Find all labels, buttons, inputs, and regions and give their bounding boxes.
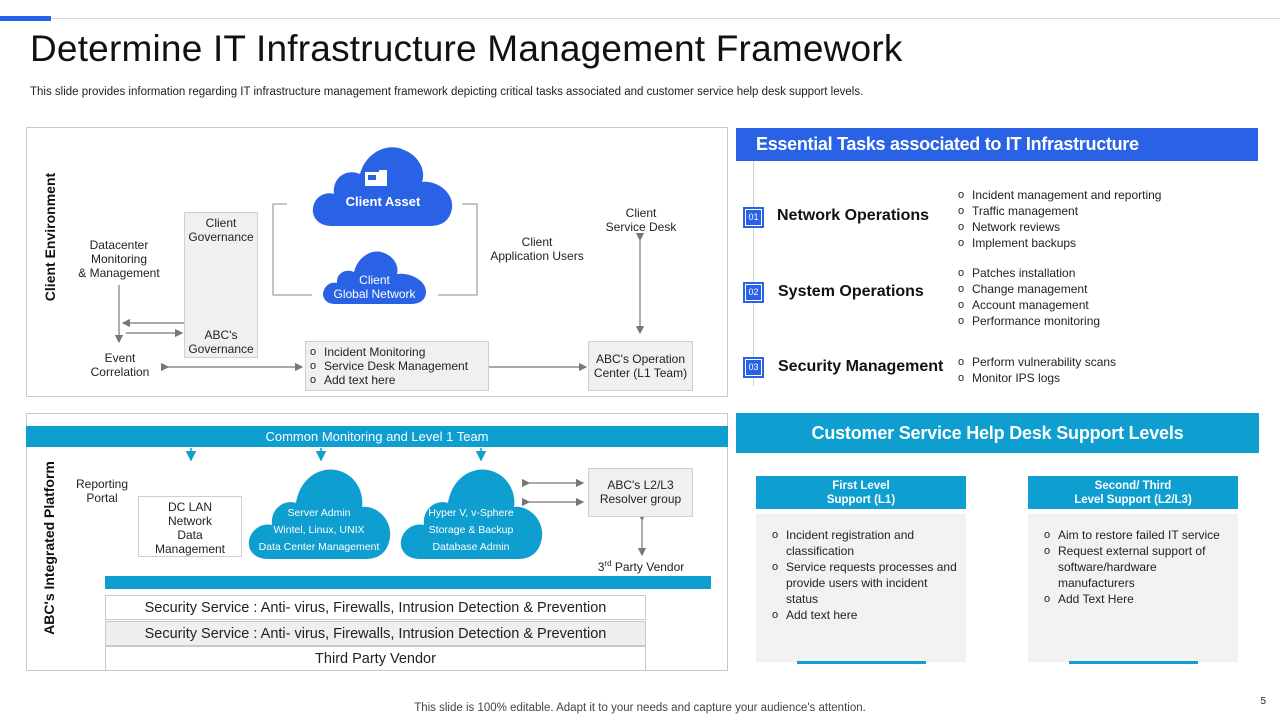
task-number-badge: 03 (743, 357, 764, 378)
third-party-vendor-row: Third Party Vendor (105, 646, 646, 671)
task-bullet: Traffic management (954, 203, 1161, 219)
reporting-portal-label: Reporting Portal (75, 477, 129, 505)
client-asset-label: Client Asset (345, 194, 421, 209)
top-accent (0, 16, 51, 21)
support-levels-heading: Customer Service Help Desk Support Level… (736, 413, 1259, 453)
page-subtitle: This slide provides information regardin… (30, 86, 864, 98)
security-management-list: Perform vulnerability scans Monitor IPS … (954, 354, 1116, 386)
event-correlation-label: Event Correlation (90, 351, 150, 379)
client-governance-label: Client Governance (188, 216, 254, 244)
task-bullet: Patches installation (954, 265, 1100, 281)
common-monitoring-bar: Common Monitoring and Level 1 Team (26, 426, 728, 447)
dc-lan-box: DC LAN Network Data Management (138, 496, 242, 557)
page-number: 5 (1260, 696, 1266, 707)
security-service-row: Security Service : Anti- virus, Firewall… (105, 595, 646, 620)
task-bullet: Network reviews (954, 219, 1161, 235)
hyper-v-cloud-icon (400, 469, 543, 559)
support-bullet: Incident registration and classification (768, 527, 958, 559)
server-admin-cloud-icon (248, 469, 391, 559)
network-operations-list: Incident management and reporting Traffi… (954, 187, 1161, 251)
support-bullet: Aim to restore failed IT service (1040, 527, 1225, 543)
third-party-vendor-label: 3rd Party Vendor (597, 559, 685, 574)
task-bullet: Account management (954, 297, 1100, 313)
platform-divider-bar (105, 576, 711, 589)
task-number-badge: 01 (743, 207, 764, 228)
client-app-users-label: Client Application Users (490, 235, 584, 263)
first-level-list: Incident registration and classification… (768, 527, 958, 623)
incident-item: Add text here (306, 373, 488, 387)
incident-item: Service Desk Management (306, 359, 488, 373)
first-level-title: First Level Support (L1) (756, 476, 966, 509)
first-level-underline (797, 661, 926, 664)
second-level-underline (1069, 661, 1198, 664)
resolver-group-box: ABC's L2/L3 Resolver group (588, 468, 693, 517)
task-bullet: Implement backups (954, 235, 1161, 251)
page-title: Determine IT Infrastructure Management F… (30, 28, 903, 69)
task-bullet: Monitor IPS logs (954, 370, 1116, 386)
support-bullet: Service requests processes and provide u… (768, 559, 958, 607)
abc-governance-label: ABC's Governance (188, 328, 254, 356)
task-bullet: Change management (954, 281, 1100, 297)
second-level-list: Aim to restore failed IT service Request… (1040, 527, 1225, 607)
top-divider (0, 18, 1280, 19)
task-bullet: Perform vulnerability scans (954, 354, 1116, 370)
incident-item: Incident Monitoring (306, 345, 488, 359)
task-bullet: Performance monitoring (954, 313, 1100, 329)
governance-column (184, 212, 258, 358)
global-network-label: Client Global Network (333, 273, 416, 301)
second-level-title: Second/ Third Level Support (L2/L3) (1028, 476, 1238, 509)
abc-platform-connectors (185, 448, 647, 557)
global-network-cloud-icon (323, 251, 427, 304)
support-bullet: Add Text Here (1040, 591, 1225, 607)
server-admin-label: Server Admin Wintel, Linux, UNIX Data Ce… (258, 507, 380, 553)
system-operations-list: Patches installation Change management A… (954, 265, 1100, 329)
abc-operation-center-box: ABC's Operation Center (L1 Team) (588, 341, 693, 391)
hyper-v-label: Hyper V, v-Sphere Storage & Backup Datab… (428, 507, 514, 553)
system-operations-title: System Operations (778, 283, 924, 300)
task-number-badge: 02 (743, 282, 764, 303)
support-bullet: Request external support of software/har… (1040, 543, 1225, 591)
essential-tasks-heading: Essential Tasks associated to IT Infrast… (736, 128, 1258, 161)
support-bullet: Add text here (768, 607, 958, 623)
incident-box: Incident Monitoring Service Desk Managem… (305, 341, 489, 391)
footer-note: This slide is 100% editable. Adapt it to… (414, 702, 866, 714)
client-service-desk-label: Client Service Desk (605, 206, 677, 234)
client-asset-cloud-icon (312, 147, 453, 226)
tasks-timeline-line (753, 161, 754, 386)
security-service-row: Security Service : Anti- virus, Firewall… (105, 621, 646, 646)
network-operations-title: Network Operations (777, 207, 930, 224)
task-bullet: Incident management and reporting (954, 187, 1161, 203)
security-management-title: Security Management (778, 358, 944, 375)
client-env-connectors (114, 203, 645, 372)
datacenter-label: Datacenter Monitoring & Management (78, 238, 160, 280)
